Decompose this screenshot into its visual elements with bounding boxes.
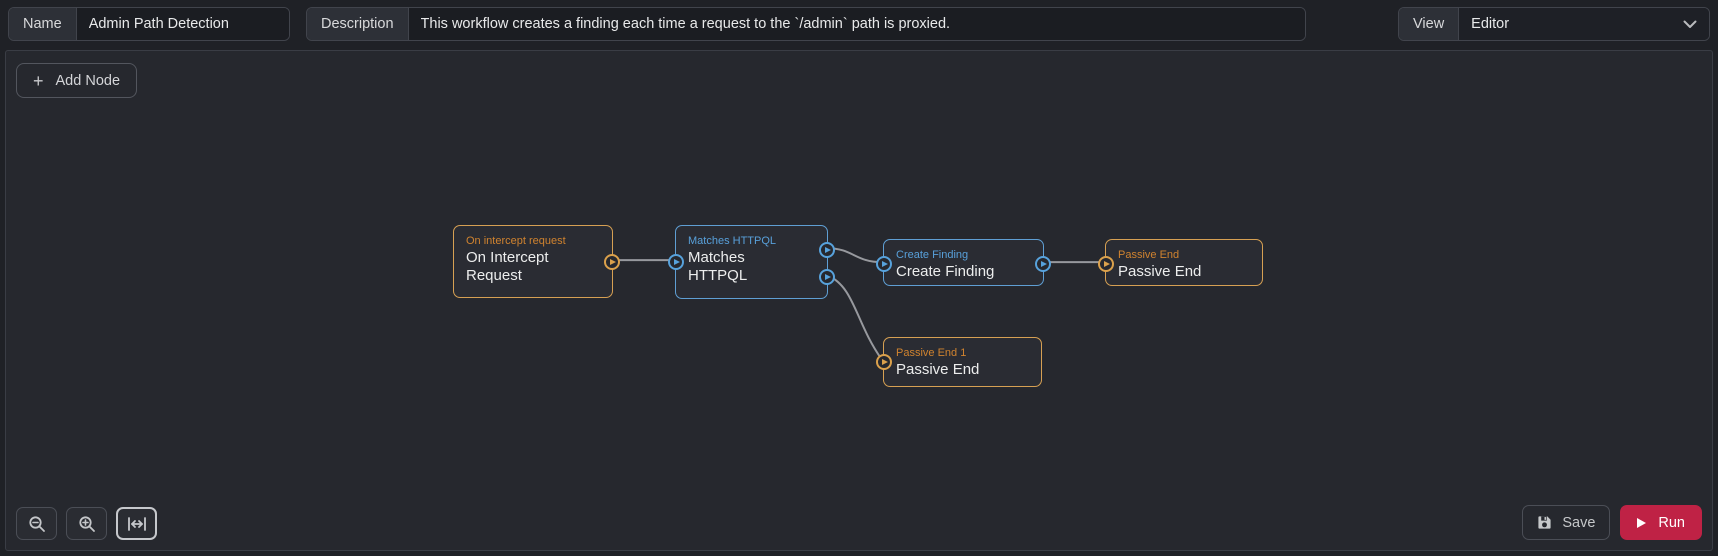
add-node-label: Add Node [55, 72, 121, 89]
view-selected-value: Editor [1471, 16, 1510, 32]
node-create-finding[interactable]: Create Finding Create Finding [876, 239, 1051, 286]
node-matches-httpql[interactable]: Matches HTTPQL Matches HTTPQL [668, 225, 835, 299]
port-play-icon [882, 261, 888, 267]
node-passive-end[interactable]: Passive End Passive End [1098, 239, 1263, 286]
description-input[interactable] [408, 8, 1305, 40]
fit-width-icon [127, 516, 146, 531]
input-port[interactable] [1098, 256, 1114, 272]
edge-matches-to-createfinding [827, 247, 882, 264]
view-field-group: View Editor [1398, 7, 1710, 41]
input-port[interactable] [876, 256, 892, 272]
node-ref-label: Passive End [1118, 249, 1180, 261]
view-label: View [1399, 8, 1460, 40]
view-select[interactable]: Editor [1459, 8, 1709, 40]
output-port[interactable] [1035, 256, 1051, 272]
edge-matches-to-passiveend1 [826, 274, 883, 361]
workflow-edges [612, 247, 1104, 361]
input-port[interactable] [876, 354, 892, 370]
node-title: On Intercept Request [466, 249, 549, 284]
node-title: Passive End [896, 361, 980, 378]
node-ref-label: Matches HTTPQL [688, 235, 777, 247]
zoom-out-button[interactable] [16, 507, 57, 540]
name-field-group: Name [8, 7, 290, 41]
node-title: Passive End [1118, 263, 1202, 280]
port-play-icon [674, 259, 680, 265]
node-ref-label: Passive End 1 [896, 347, 967, 359]
top-config-bar: Name Description View Editor [8, 7, 1710, 41]
add-node-button[interactable]: + Add Node [16, 63, 138, 98]
save-icon [1538, 516, 1551, 529]
action-buttons: Save Run [1522, 505, 1702, 540]
play-icon [1637, 517, 1647, 528]
run-button[interactable]: Run [1620, 505, 1702, 540]
port-play-icon [825, 247, 831, 253]
description-label: Description [307, 8, 409, 40]
name-label: Name [9, 8, 77, 40]
run-label: Run [1658, 514, 1685, 531]
node-on-intercept-request[interactable]: On intercept request On Intercept Reques… [453, 225, 620, 298]
zoom-in-button[interactable] [66, 507, 107, 540]
node-ref-label: On intercept request [466, 235, 566, 247]
port-play-icon [610, 259, 616, 265]
zoom-in-icon [78, 515, 95, 532]
port-play-icon [1041, 261, 1047, 267]
input-port[interactable] [668, 254, 684, 270]
node-passive-end-1[interactable]: Passive End 1 Passive End [876, 337, 1042, 387]
port-play-icon [882, 359, 888, 365]
description-field-group: Description [306, 7, 1306, 41]
plus-icon: + [33, 70, 44, 91]
save-button[interactable]: Save [1522, 505, 1611, 540]
save-label: Save [1562, 514, 1596, 531]
zoom-controls [16, 507, 157, 540]
output-port[interactable] [604, 254, 620, 270]
node-title: Matches HTTPQL [688, 249, 748, 284]
port-play-icon [1104, 261, 1110, 267]
chevron-down-icon [1683, 20, 1697, 29]
node-ref-label: Create Finding [896, 249, 969, 261]
zoom-out-icon [28, 515, 45, 532]
output-port-false[interactable] [819, 269, 835, 285]
workflow-canvas[interactable]: + Add Node On intercept request On Inter… [5, 50, 1713, 551]
output-port-true[interactable] [819, 242, 835, 258]
node-title: Create Finding [896, 263, 995, 280]
port-play-icon [825, 274, 831, 280]
fit-width-button[interactable] [116, 507, 157, 540]
name-input[interactable] [76, 8, 289, 40]
